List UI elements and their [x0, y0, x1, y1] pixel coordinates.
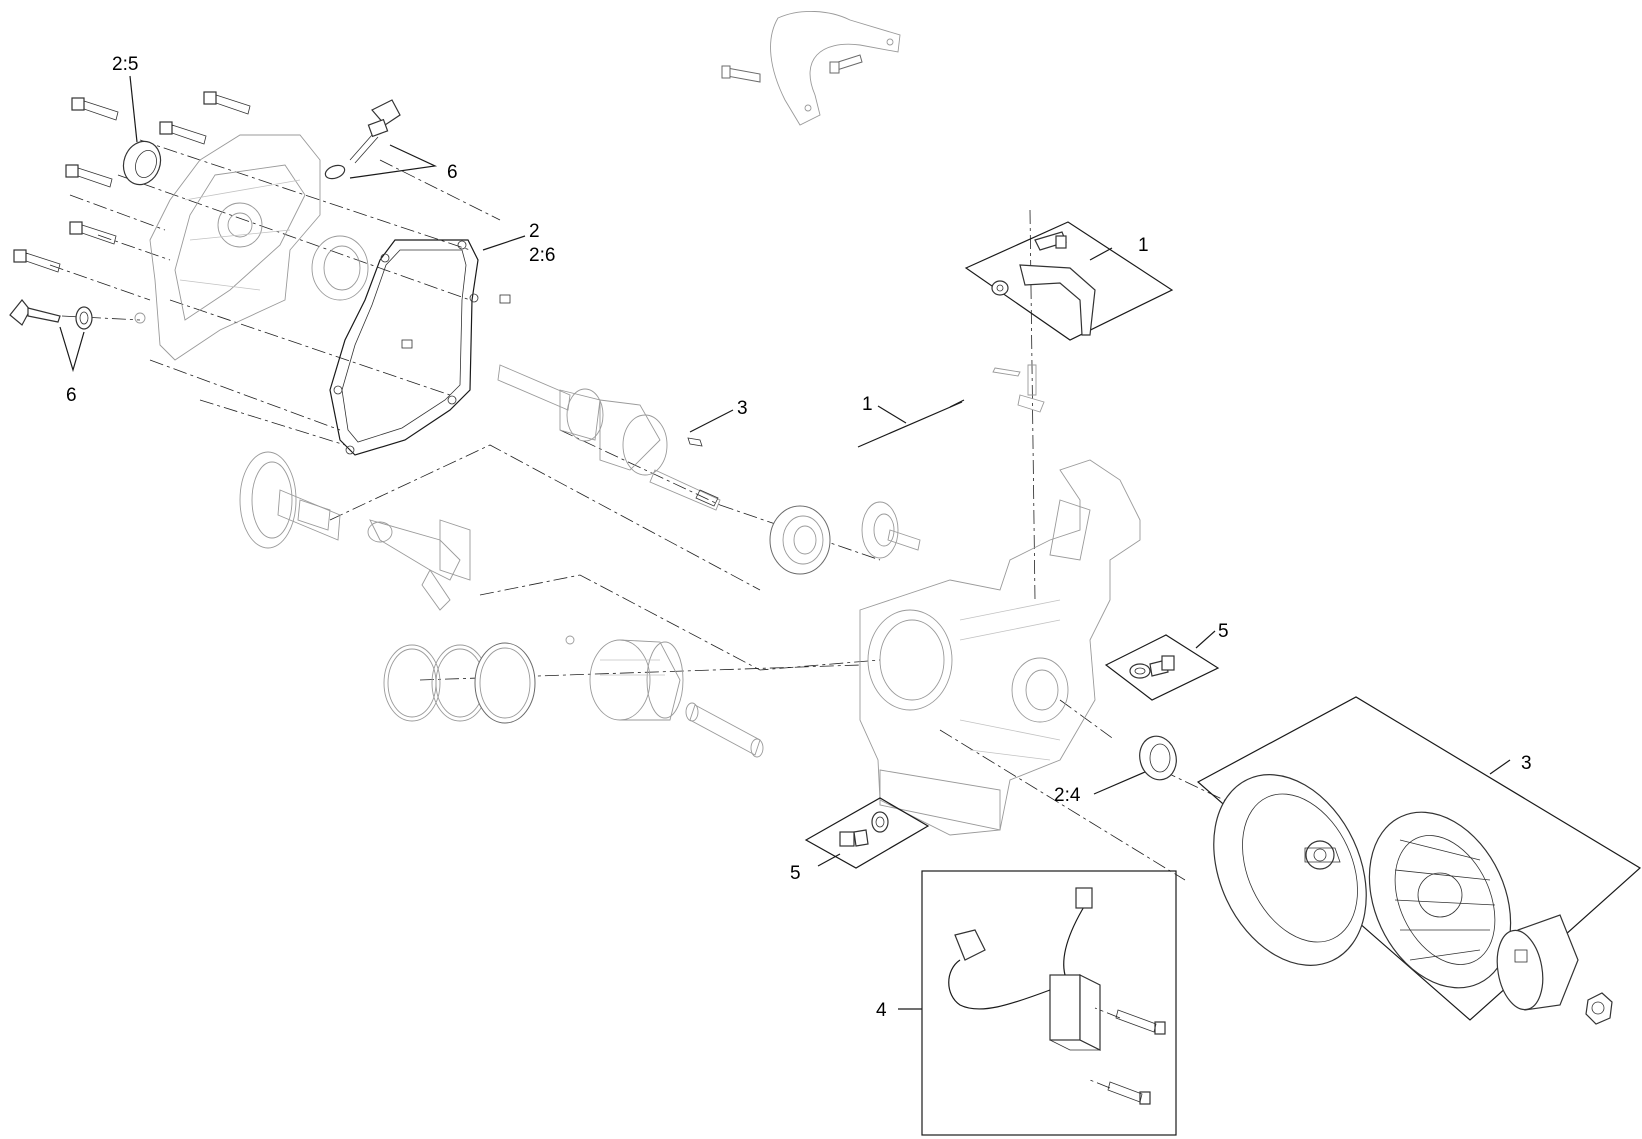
dowel-pins	[401, 294, 511, 349]
callout-2-6: 2:6	[529, 245, 555, 266]
piston	[589, 639, 684, 721]
piston-pin-clip	[565, 635, 575, 645]
ignition-coil	[1049, 974, 1101, 1051]
side-cover-bolts	[13, 91, 251, 273]
leader-lines	[59, 75, 1511, 1010]
spark-plug-wire	[948, 887, 1093, 1010]
flywheel-nut	[1585, 992, 1613, 1025]
callout-2-5: 2:5	[112, 54, 138, 75]
piston-rings	[383, 642, 536, 724]
callout-labels: 2:5 6 2 2:6 1 6 3 1 5 3 2:4 5 4	[66, 54, 1532, 1021]
bolt	[65, 164, 113, 188]
oil-plug-kit-left	[804, 797, 930, 869]
woodruff-key	[687, 437, 703, 447]
bolt	[159, 121, 207, 145]
callout-6-left: 6	[66, 385, 77, 406]
cooling-fan	[1368, 811, 1512, 989]
callout-6-top: 6	[447, 162, 458, 183]
callout-3-key: 3	[737, 398, 748, 419]
crankshaft-bearing	[769, 505, 831, 575]
callout-1-governor-arm: 1	[1138, 235, 1149, 256]
piston-pin	[685, 702, 764, 758]
cylinder-block	[859, 459, 1141, 836]
crankshaft	[497, 364, 721, 511]
callout-5-right: 5	[1218, 621, 1229, 642]
lifting-bracket	[721, 10, 901, 126]
callout-3-flywheel: 3	[1521, 753, 1532, 774]
callout-5-left: 5	[790, 863, 801, 884]
oil-fill-cap	[324, 99, 401, 180]
governor-arm-kit	[964, 221, 1174, 341]
oil-plug-kit-right	[1104, 634, 1220, 701]
bolt	[71, 97, 119, 121]
callout-4: 4	[876, 1000, 887, 1021]
oil-seal-2-5	[122, 140, 162, 186]
cam-gear	[861, 501, 921, 559]
bolt	[203, 91, 251, 115]
crankcase-side-cover	[134, 134, 321, 361]
oil-seal-2-4	[1139, 735, 1177, 781]
side-cover-gasket	[329, 239, 479, 456]
callout-1-rod: 1	[862, 394, 873, 415]
flywheel	[1213, 774, 1367, 966]
governor-shaft	[992, 364, 1045, 413]
coil-bolt	[1107, 1081, 1151, 1105]
callout-2: 2	[529, 221, 540, 242]
connecting-rod	[367, 519, 471, 611]
ignition-coil-kit	[921, 870, 1177, 1136]
callout-2-4: 2:4	[1054, 785, 1081, 806]
main-bearing-ghost	[311, 235, 369, 301]
camshaft	[239, 451, 341, 549]
bolt	[13, 249, 61, 273]
starter-cup	[1496, 914, 1579, 1011]
flywheel-kit	[1196, 696, 1642, 1025]
bolt	[69, 221, 117, 245]
oil-drain-bolt	[9, 299, 93, 330]
governor-rod	[857, 399, 965, 448]
coil-bolt	[1115, 1009, 1166, 1035]
